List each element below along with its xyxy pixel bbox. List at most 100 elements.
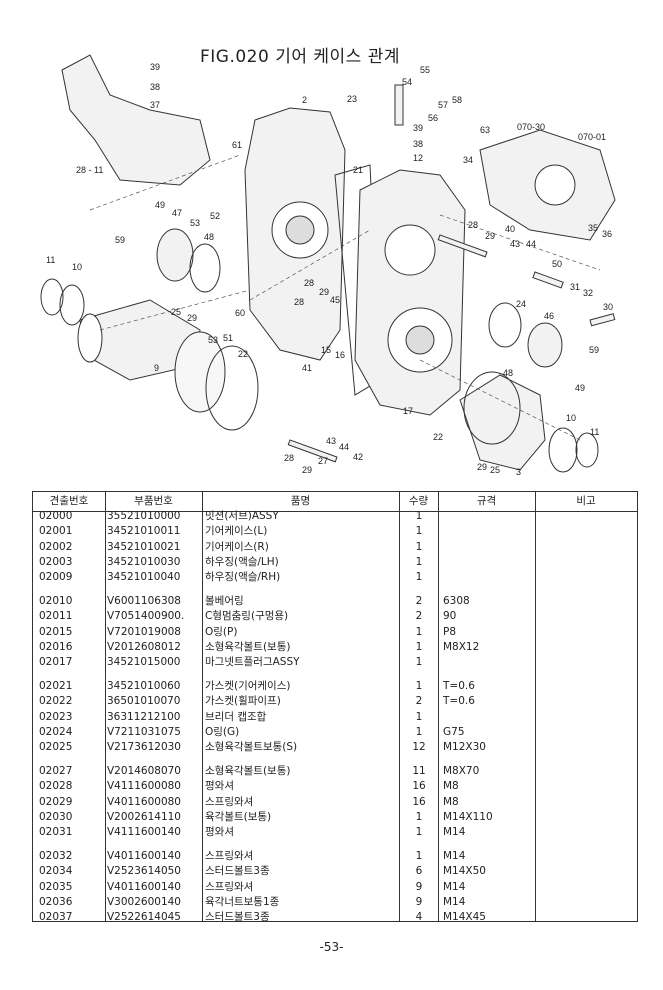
callout-label: 29 bbox=[319, 287, 329, 297]
header-spec: 규격 bbox=[438, 492, 535, 512]
cell-spec: M14X50 bbox=[443, 865, 486, 878]
cell-quantity: 1 bbox=[415, 540, 423, 553]
cell-part-name: 가스켓(휠파이프) bbox=[205, 695, 281, 708]
cell-index-no: 02002 bbox=[39, 540, 73, 553]
callout-label: 53 bbox=[190, 218, 200, 228]
cell-index-no: 02029 bbox=[39, 795, 73, 808]
cell-index-no: 02027 bbox=[39, 765, 73, 777]
callout-label: 46 bbox=[544, 311, 554, 321]
cell-quantity: 4 bbox=[415, 911, 423, 924]
callout-label: 15 bbox=[321, 345, 331, 355]
cell-quantity: 16 bbox=[412, 795, 426, 808]
cell-spec: 6308 bbox=[443, 595, 470, 607]
cell-part-name: 육각너트보통1종 bbox=[205, 895, 280, 908]
cell-part-name: C형멈춤링(구멍용) bbox=[205, 610, 289, 623]
page-number: -53- bbox=[319, 940, 344, 954]
cell-part-no: V2173612030 bbox=[107, 741, 181, 754]
cell-part-no: 34521010060 bbox=[107, 680, 181, 692]
cell-spec: M14X45 bbox=[443, 911, 486, 924]
cell-index-no: 02035 bbox=[39, 880, 73, 893]
callout-label: 12 bbox=[413, 153, 423, 163]
callout-label: 45 bbox=[330, 295, 340, 305]
callout-label: 58 bbox=[452, 95, 462, 105]
cell-part-name: 평와셔 bbox=[205, 826, 234, 839]
callout-label: 35 bbox=[588, 223, 598, 233]
cell-index-no: 02001 bbox=[39, 525, 73, 538]
callout-label: 11 bbox=[590, 427, 599, 437]
cell-index-no: 02009 bbox=[39, 571, 73, 584]
cell-index-no: 02037 bbox=[39, 911, 73, 924]
cell-index-no: 02028 bbox=[39, 780, 73, 793]
cell-index-no: 02036 bbox=[39, 895, 73, 908]
callout-label: 44 bbox=[339, 442, 349, 452]
cell-spec: 90 bbox=[443, 610, 457, 623]
header-quantity: 수량 bbox=[399, 492, 438, 512]
cell-quantity: 1 bbox=[415, 810, 423, 823]
cell-part-no: 34521010030 bbox=[107, 555, 181, 568]
cell-part-name: 하우징(액슬/LH) bbox=[205, 555, 279, 568]
callout-label: 39 bbox=[150, 62, 160, 72]
cell-index-no: 02010 bbox=[39, 595, 73, 607]
callout-label: 41 bbox=[302, 363, 312, 373]
cell-part-name: 스프링와셔 bbox=[205, 795, 254, 808]
cell-index-no: 02030 bbox=[39, 810, 73, 823]
cell-spec: M8X12 bbox=[443, 640, 480, 653]
cell-part-no: 34521015000 bbox=[107, 656, 181, 669]
parts-drawing bbox=[40, 54, 616, 473]
cell-part-no: V7211031075 bbox=[107, 725, 181, 738]
cell-spec: M8X70 bbox=[443, 765, 480, 777]
cell-quantity: 12 bbox=[412, 741, 426, 754]
callout-label: 51 bbox=[223, 333, 233, 343]
cell-part-name: 육각볼트(보통) bbox=[205, 810, 272, 823]
callout-label: 28 bbox=[468, 220, 478, 230]
cell-spec: M8 bbox=[443, 795, 459, 808]
callout-label: 60 bbox=[235, 308, 245, 318]
cell-part-no: 34521010021 bbox=[107, 540, 181, 553]
header-remarks: 비고 bbox=[535, 492, 637, 512]
callout-label: 28 bbox=[294, 297, 304, 307]
cell-spec: M14 bbox=[443, 850, 466, 862]
cell-spec: P8 bbox=[443, 625, 457, 638]
cell-part-name: 평와셔 bbox=[205, 780, 234, 793]
callout-label: 61 bbox=[232, 140, 242, 150]
cell-part-name: 소형육각볼트(보통) bbox=[205, 640, 291, 653]
callout-label: 48 bbox=[204, 232, 214, 242]
callout-label: 59 bbox=[589, 345, 599, 355]
cell-part-no: 36311212100 bbox=[107, 710, 181, 723]
cell-index-no: 02023 bbox=[39, 710, 73, 723]
cell-spec: M14 bbox=[443, 895, 466, 908]
callout-label: 17 bbox=[403, 406, 413, 416]
callout-label: 27 bbox=[318, 456, 328, 466]
column-divider bbox=[438, 492, 439, 921]
callout-label: 56 bbox=[428, 113, 438, 123]
callout-label: 47 bbox=[172, 208, 182, 218]
cell-index-no: 02024 bbox=[39, 725, 73, 738]
cell-index-no: 02032 bbox=[39, 850, 73, 862]
cell-quantity: 2 bbox=[415, 610, 423, 623]
cell-spec: M12X30 bbox=[443, 741, 486, 754]
cell-part-no: V2012608012 bbox=[107, 640, 181, 653]
header-index-no: 견출번호 bbox=[33, 492, 105, 512]
cell-quantity: 1 bbox=[415, 656, 423, 669]
callout-label: 36 bbox=[602, 229, 612, 239]
cell-part-name: 가스켓(기어케이스) bbox=[205, 680, 291, 692]
cell-part-name: 소형육각볼트(보통) bbox=[205, 765, 291, 777]
cell-part-name: 마그넷트플러그ASSY bbox=[205, 656, 300, 669]
cell-part-no: V2014608070 bbox=[107, 765, 181, 777]
cell-part-no: V2522614045 bbox=[107, 911, 181, 924]
cell-part-name: 스터드볼트3종 bbox=[205, 911, 270, 924]
cell-part-name: 밋션(서브)ASSY bbox=[205, 510, 279, 522]
cell-part-name: 브리더 캡조합 bbox=[205, 710, 267, 723]
